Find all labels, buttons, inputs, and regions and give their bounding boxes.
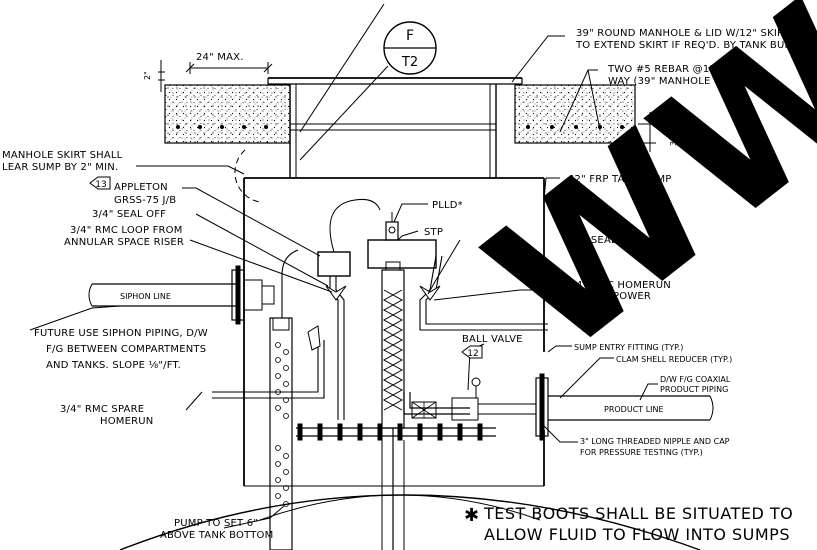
siphon-piping-label-1: FUTURE USE SIPHON PIPING, D/W (34, 328, 208, 339)
right-dim: 3" (669, 137, 678, 146)
rmc-homerun-label-2: FOR STP POWER (566, 291, 651, 302)
product-line (403, 373, 714, 441)
nipple-label-2: FOR PRESSURE TESTING (TYP.) (580, 448, 703, 457)
dimension-marks (158, 60, 656, 152)
siphon-piping-label-2: F/G BETWEEN COMPARTMENTS (46, 344, 206, 355)
rebar-dots (176, 125, 624, 129)
coaxial-label-2: PRODUCT PIPING (660, 385, 728, 394)
siphon-piping-label-3: AND TANKS. SLOPE ⅛"/FT. (46, 360, 181, 371)
sump-entry-label: SUMP ENTRY FITTING (TYP.) (574, 343, 683, 352)
stp-head (367, 212, 437, 269)
pump-label-2: ABOVE TANK BOTTOM (160, 530, 273, 541)
appleton-label-1: APPLETON (114, 182, 168, 193)
junction-box (317, 199, 381, 277)
siphon-line-label: SIPHON LINE (120, 292, 171, 301)
sump-floor-rail (296, 423, 496, 441)
manhole (234, 77, 523, 203)
max-width-dim: 24" MAX. (196, 52, 244, 63)
seal-off-fittings (307, 285, 441, 351)
rmc-homerun-label-1: 3/4" RMC HOMERUN (566, 280, 671, 291)
appleton-label-2: GRSS-75 J/B (114, 195, 176, 206)
skirt-label-2: LEAR SUMP BY 2" MIN. (2, 162, 118, 173)
concrete-pad (164, 84, 636, 144)
stp-column (381, 261, 405, 550)
coaxial-label-1: D/W F/G COAXIAL (660, 375, 731, 384)
section-letter: F (406, 28, 414, 44)
rmc-spare-label-2: HOMERUN (100, 416, 154, 427)
manhole-label-1: 39" ROUND MANHOLE & LID W/12" SKIRT ( (576, 28, 797, 39)
ball-valve-tag-number: 12 (467, 349, 478, 359)
rmc-spare-label-1: 3/4" RMC SPARE (60, 404, 144, 415)
section-bubble (299, 3, 437, 161)
top-dim: 2" (143, 71, 152, 80)
rebar-label-1: TWO #5 REBAR @12" O.C. EA. (607, 64, 766, 75)
appleton-tag-number: 13 (95, 180, 106, 190)
rebar-label-2: WAY (39" MANHOLE ONLY) (608, 76, 745, 87)
stp-label: STP (424, 227, 443, 238)
pump-label-1: PUMP TO SET 6" (174, 518, 258, 529)
siphon-line (88, 265, 275, 325)
rmc-loop-label-1: 3/4" RMC LOOP FROM (70, 225, 183, 236)
appleton-tag: 13 (89, 176, 111, 190)
annular-riser (269, 317, 293, 550)
section-sheet: T2 (401, 55, 418, 70)
ball-valve-tag: 12 (461, 345, 483, 359)
test-boots-note-2: ALLOW FLUID TO FLOW INTO SUMPS (484, 525, 790, 544)
manhole-label-2: TO EXTEND SKIRT IF REQ'D. BY TANK BURIA (575, 40, 802, 51)
seal-off-right-label: 3/4" SEAL OFF (566, 235, 640, 246)
asterisk-icon: ✱ (464, 505, 479, 526)
test-boots-note-1: TEST BOOTS SHALL BE SITUATED TO (483, 504, 793, 523)
plld-label: PLLD* (432, 200, 463, 211)
nipple-label-1: 3" LONG THREADED NIPPLE AND CAP (580, 437, 730, 446)
clam-shell-label: CLAM SHELL REDUCER (TYP.) (616, 355, 732, 364)
seal-off-left-label: 3/4" SEAL OFF (92, 209, 166, 220)
skirt-label-1: MANHOLE SKIRT SHALL (2, 150, 123, 161)
ball-valve-label: BALL VALVE (462, 334, 523, 345)
rmc-loop-label-2: ANNULAR SPACE RISER (64, 237, 184, 248)
frp-sump-label: 42" FRP TANK SUMP (568, 174, 672, 185)
product-line-label: PRODUCT LINE (604, 405, 664, 414)
